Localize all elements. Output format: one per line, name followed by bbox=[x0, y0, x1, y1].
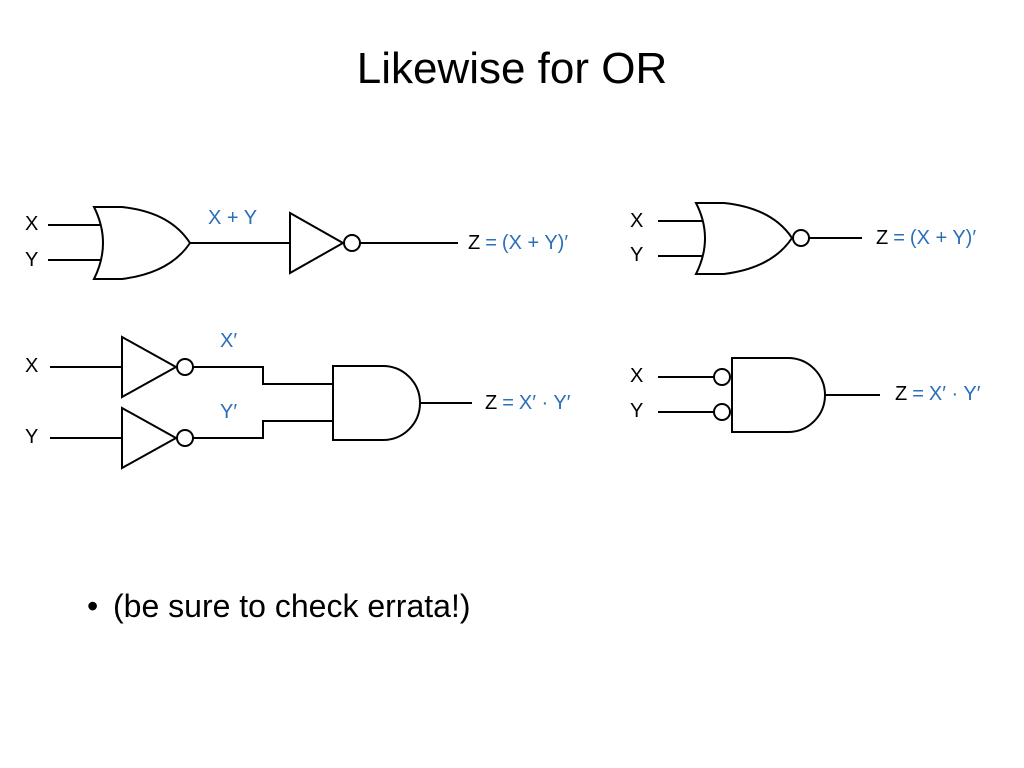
input-y-label: Y bbox=[25, 426, 38, 448]
input-x-label: X bbox=[630, 365, 643, 387]
input-y-label: Y bbox=[630, 244, 643, 266]
inverter-bubble bbox=[343, 234, 361, 252]
input-x-label: X bbox=[25, 355, 38, 377]
not-gate-y bbox=[121, 406, 179, 470]
diagram-or-not: X Y X + Y Z=(X + Y)′ bbox=[25, 206, 568, 280]
mid-expression-x: X′ bbox=[220, 330, 237, 352]
mid-expression: X + Y bbox=[208, 207, 257, 229]
wire-x-prime bbox=[193, 366, 333, 385]
input-x-label: X bbox=[25, 213, 38, 235]
diagram-nor: X Y Z=(X + Y)′ bbox=[630, 202, 976, 275]
mid-expression-y: Y′ bbox=[220, 401, 237, 423]
inverter-bubble bbox=[792, 229, 810, 247]
nor-gate bbox=[694, 202, 794, 275]
slide-title: Likewise for OR bbox=[356, 44, 668, 93]
and-gate bbox=[731, 357, 826, 433]
input-x-label: X bbox=[630, 210, 643, 232]
and-gate bbox=[332, 365, 421, 441]
diagram-not-not-and: X Y X′ Y′ Z=X′ · Y′ bbox=[25, 330, 571, 470]
output-expression: Z=X′ · Y′ bbox=[895, 383, 981, 405]
bullet-item: • (be sure to check errata!) bbox=[87, 588, 470, 625]
not-gate bbox=[289, 211, 346, 275]
input-y-label: Y bbox=[25, 249, 38, 271]
output-expression: Z=(X + Y)′ bbox=[876, 227, 976, 249]
bullet-text: (be sure to check errata!) bbox=[113, 588, 471, 624]
diagram-and-inverted-inputs: X Y Z=X′ · Y′ bbox=[630, 357, 981, 433]
bullet-marker: • bbox=[87, 588, 99, 624]
output-expression: Z=X′ · Y′ bbox=[485, 392, 571, 414]
input-bubble-x bbox=[713, 368, 731, 386]
inverter-bubble-y bbox=[176, 429, 194, 447]
output-expression: Z=(X + Y)′ bbox=[468, 232, 568, 254]
inverter-bubble-x bbox=[176, 358, 194, 376]
wire-y-prime bbox=[193, 420, 333, 439]
not-gate-x bbox=[121, 335, 179, 399]
input-bubble-y bbox=[713, 403, 731, 421]
input-y-label: Y bbox=[630, 400, 643, 422]
or-gate bbox=[92, 206, 192, 280]
